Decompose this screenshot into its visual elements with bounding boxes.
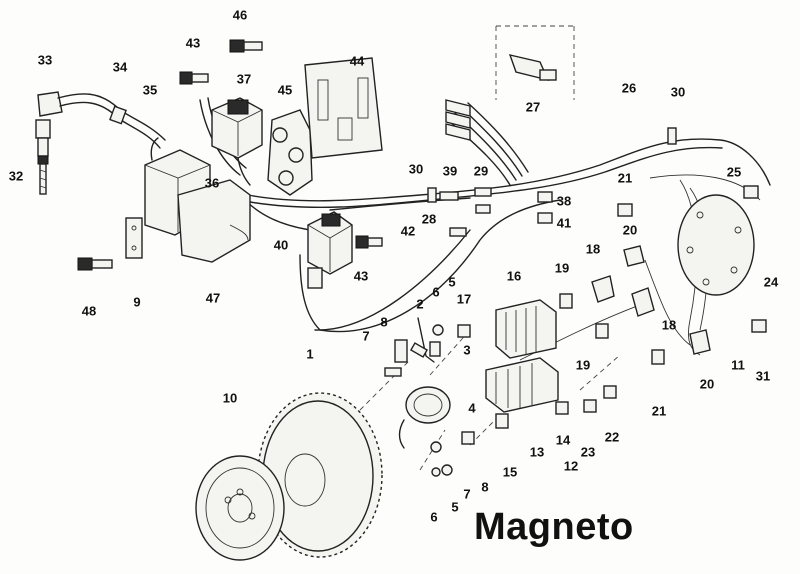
terminal-connectors: [445, 54, 557, 141]
callout-30-left: 30: [408, 161, 424, 177]
callout-21-bottom: 21: [651, 403, 667, 419]
callout-37: 37: [236, 71, 252, 87]
callout-36: 36: [204, 175, 220, 191]
callout-9: 9: [133, 294, 141, 310]
callout-34: 34: [112, 59, 128, 75]
harness-clamp: [427, 127, 677, 203]
callout-7-top: 7: [362, 328, 370, 344]
stator-plate: [677, 194, 755, 296]
callout-45: 45: [277, 82, 293, 98]
callout-26: 26: [621, 80, 637, 96]
callout-27: 27: [525, 99, 541, 115]
callout-1: 1: [306, 346, 314, 362]
callout-12: 12: [563, 458, 579, 474]
callout-16: 16: [506, 268, 522, 284]
callout-19-top: 19: [554, 260, 570, 276]
ignition-coil: [125, 137, 251, 263]
callout-30-right: 30: [670, 84, 686, 100]
mounting-plate: [304, 57, 383, 159]
callout-44: 44: [349, 53, 365, 69]
callout-38: 38: [556, 193, 572, 209]
callout-3: 3: [463, 342, 471, 358]
callout-43-top: 43: [185, 35, 201, 51]
inline-connectors: [439, 187, 553, 237]
rectifier-bracket: [267, 109, 313, 196]
small-hardware: [495, 185, 767, 429]
callout-48: 48: [81, 303, 97, 319]
guide-lines: [359, 25, 621, 471]
callout-32: 32: [8, 168, 24, 184]
bolts: [77, 39, 383, 271]
callout-25: 25: [726, 164, 742, 180]
callout-5-top: 5: [448, 274, 456, 290]
callout-17: 17: [456, 291, 472, 307]
callout-22: 22: [604, 429, 620, 445]
callout-31: 31: [755, 368, 771, 384]
callout-6-top: 6: [432, 284, 440, 300]
callout-7-bottom: 7: [463, 486, 471, 502]
callout-23: 23: [580, 444, 596, 460]
callout-29: 29: [473, 163, 489, 179]
breaker-points: [384, 317, 475, 477]
callout-39: 39: [442, 163, 458, 179]
callout-21-top: 21: [617, 170, 633, 186]
callout-14: 14: [555, 432, 571, 448]
callout-41: 41: [556, 215, 572, 231]
callout-10: 10: [222, 390, 238, 406]
condenser: [398, 386, 451, 449]
lower-coil: [307, 211, 353, 289]
rectifier-blocks: [485, 299, 559, 413]
callout-8-top: 8: [380, 314, 388, 330]
diagram-title: Magneto: [474, 506, 634, 548]
callout-4: 4: [468, 400, 476, 416]
upper-coil: [211, 97, 263, 186]
callout-28: 28: [421, 211, 437, 227]
callout-13: 13: [529, 444, 545, 460]
callout-33: 33: [37, 52, 53, 68]
callout-11: 11: [731, 357, 745, 373]
callout-35: 35: [142, 82, 158, 98]
callout-40: 40: [273, 237, 289, 253]
callout-5-bottom: 5: [451, 499, 459, 515]
spark-plug: [35, 119, 51, 195]
callout-8-bottom: 8: [481, 479, 489, 495]
callout-19-bottom: 19: [575, 357, 591, 373]
callout-47: 47: [205, 290, 221, 306]
callout-20-top: 20: [622, 222, 638, 238]
callout-20-bottom: 20: [699, 376, 715, 392]
callout-6-bottom: 6: [430, 509, 438, 525]
callout-18-top: 18: [585, 241, 601, 257]
pulley: [195, 455, 285, 561]
spark-plug-cap: [37, 91, 166, 149]
callout-43-bottom: 43: [353, 268, 369, 284]
callout-46: 46: [232, 7, 248, 23]
callout-2: 2: [416, 296, 424, 312]
callout-24: 24: [763, 274, 779, 290]
callout-18-bottom: 18: [661, 317, 677, 333]
callout-15: 15: [502, 464, 518, 480]
flywheel: [257, 392, 383, 558]
callout-42: 42: [400, 223, 416, 239]
